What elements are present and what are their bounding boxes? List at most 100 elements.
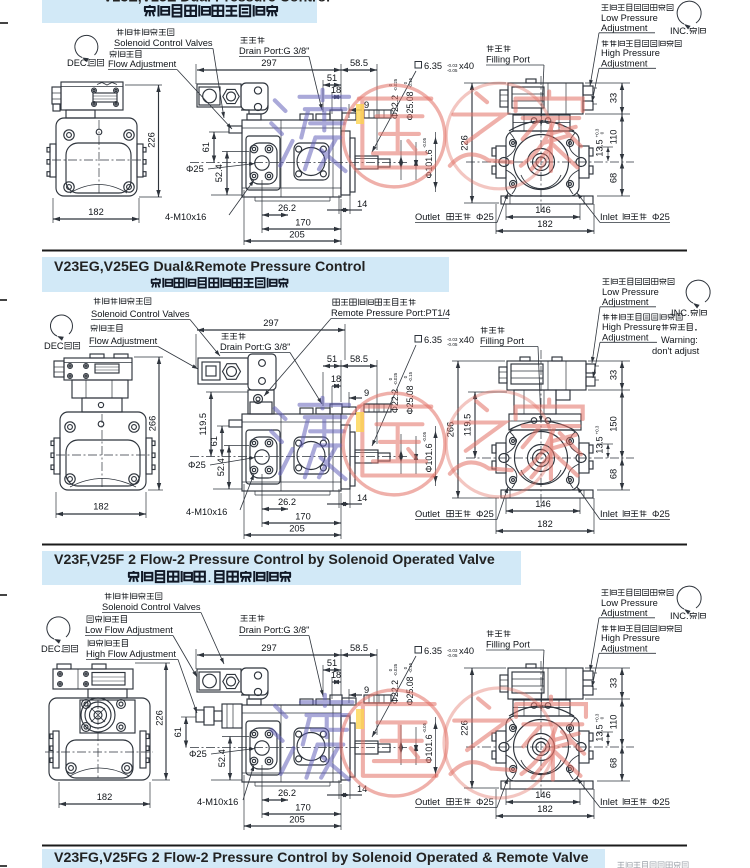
svg-text:INC.: INC. [670,26,689,36]
svg-text:x40: x40 [459,61,474,71]
svg-text:Φ25: Φ25 [476,212,494,222]
svg-text:182: 182 [97,792,113,802]
svg-text:Filling Port: Filling Port [480,336,524,346]
svg-text:Φ101.6: Φ101.6 [424,734,434,763]
svg-text:18: 18 [331,670,341,680]
svg-text:Φ22.2: Φ22.2 [390,95,400,119]
svg-text:V23E,V25E Dual Pressure Contro: V23E,V25E Dual Pressure Control [103,0,330,6]
svg-text:-0.15: -0.15 [408,662,413,673]
svg-text:-0.025: -0.025 [393,663,398,676]
svg-text:-0.15: -0.15 [408,77,413,88]
svg-text:Low Pressure: Low Pressure [601,598,658,608]
svg-text:Low Pressure: Low Pressure [601,13,658,23]
svg-text:297: 297 [263,318,279,328]
svg-text:51: 51 [327,658,337,668]
svg-text:Adjustment: Adjustment [601,644,648,654]
svg-text:-0.05: -0.05 [447,68,458,73]
svg-text:0: 0 [403,81,408,84]
svg-text:14: 14 [357,199,367,209]
svg-text:119.5: 119.5 [463,414,473,437]
svg-text:226: 226 [147,132,157,148]
svg-text:-0.03: -0.03 [447,648,458,653]
svg-text:Inlet: Inlet [600,509,618,519]
svg-text:V23EG,V25EG Dual&Remote Pressu: V23EG,V25EG Dual&Remote Pressure Control [54,259,365,275]
svg-text:High Flow Adjustment: High Flow Adjustment [86,649,176,659]
svg-text:0: 0 [388,668,393,671]
svg-text:-0.03: -0.03 [447,63,458,68]
svg-text:61: 61 [173,727,183,737]
svg-text:V23F,V25F 2 Flow-2 Pressure Co: V23F,V25F 2 Flow-2 Pressure Control by S… [54,552,495,568]
svg-text:+0.3: +0.3 [595,425,600,434]
svg-text:58.5: 58.5 [350,58,368,68]
svg-text:DEC.: DEC. [41,644,63,654]
svg-text:51: 51 [327,354,337,364]
svg-text:33: 33 [609,678,619,688]
svg-text:Φ22.2: Φ22.2 [390,680,400,704]
svg-text:170: 170 [295,218,311,228]
svg-text:170: 170 [295,512,311,522]
svg-text:14: 14 [357,784,367,794]
svg-text:18: 18 [331,374,341,384]
svg-text:INC.: INC. [671,308,690,318]
svg-text:13.5: 13.5 [595,436,605,453]
svg-text:9: 9 [364,685,369,695]
svg-text:14: 14 [357,493,367,503]
svg-text:DEC.: DEC. [44,341,66,351]
svg-text:110: 110 [609,130,619,145]
svg-text:205: 205 [289,524,305,534]
svg-text:Inlet: Inlet [600,797,618,807]
svg-text:Φ25: Φ25 [186,164,204,174]
svg-text:INC.: INC. [670,611,689,621]
svg-text:Drain Port:G 3/8": Drain Port:G 3/8" [220,342,290,352]
svg-text:Adjustment: Adjustment [601,608,648,618]
svg-text:6.35: 6.35 [424,646,442,656]
svg-text:Φ25: Φ25 [652,212,670,222]
svg-text:146: 146 [535,499,551,509]
svg-text:Φ101.6: Φ101.6 [424,149,434,178]
svg-text:-0.05: -0.05 [447,653,458,658]
svg-text:+0.3: +0.3 [595,128,600,137]
svg-text:68: 68 [609,469,619,479]
svg-text:205: 205 [289,230,305,240]
svg-text:26.2: 26.2 [278,203,296,213]
svg-text:Warning:: Warning: [661,335,698,345]
svg-text:-0.03: -0.03 [447,337,458,342]
svg-text:51: 51 [327,73,337,83]
svg-text:52.4: 52.4 [216,458,226,476]
svg-text:58.5: 58.5 [350,643,368,653]
svg-text:Φ25.08: Φ25.08 [405,91,415,120]
svg-text:182: 182 [88,207,104,217]
svg-text:61: 61 [201,142,211,152]
svg-text:Drain Port:G 3/8": Drain Port:G 3/8" [239,46,309,56]
svg-text:13.5: 13.5 [595,139,605,156]
svg-text:Φ25: Φ25 [652,509,670,519]
svg-text:Outlet: Outlet [415,797,440,807]
svg-text:Outlet: Outlet [415,212,440,222]
svg-text:-0.05: -0.05 [422,431,427,442]
svg-text:61: 61 [209,436,219,446]
svg-text:Φ25.08: Φ25.08 [405,385,415,414]
svg-text:4-M10x16: 4-M10x16 [197,797,238,807]
svg-text:Low Flow Adjustment: Low Flow Adjustment [85,625,173,635]
svg-text:266: 266 [148,416,158,432]
svg-text:226: 226 [460,720,470,736]
svg-text:182: 182 [537,804,553,814]
svg-text:Solenoid Control Valves: Solenoid Control Valves [91,309,190,319]
svg-text:Φ25: Φ25 [476,797,494,807]
svg-text:Solenoid Control Valves: Solenoid Control Valves [102,602,201,612]
svg-text:226: 226 [155,710,165,726]
svg-text:182: 182 [537,519,553,529]
svg-text:110: 110 [609,715,619,730]
svg-text:68: 68 [609,758,619,768]
svg-text:x40: x40 [459,335,474,345]
svg-text:Adjustment: Adjustment [601,23,648,33]
svg-text:Filling Port: Filling Port [486,640,530,650]
svg-text:Φ25: Φ25 [188,460,206,470]
svg-text:266: 266 [446,422,456,438]
svg-text:4-M10x16: 4-M10x16 [186,507,227,517]
svg-text:Outlet: Outlet [415,509,440,519]
svg-text:9: 9 [364,100,369,110]
svg-text:0: 0 [600,131,605,134]
svg-text:-0.15: -0.15 [408,371,413,382]
svg-text:52.4: 52.4 [214,164,224,182]
